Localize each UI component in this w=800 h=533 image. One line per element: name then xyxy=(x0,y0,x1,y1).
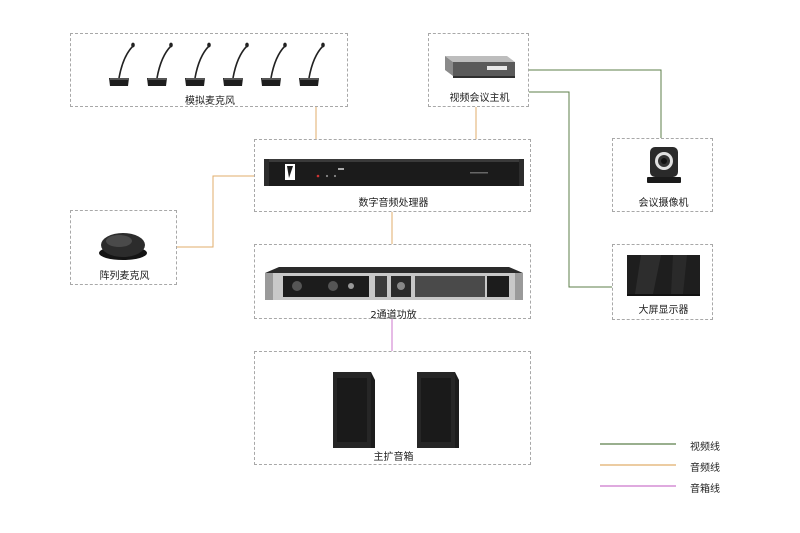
gooseneck-mic-icon xyxy=(299,42,325,86)
gooseneck-mic-icons xyxy=(109,42,325,86)
speakers-label: 主扩音箱 xyxy=(373,452,414,463)
array-mic-icon xyxy=(99,233,147,260)
dsp-label: 数字音频处理器 xyxy=(358,198,429,209)
gooseneck-mic-icon xyxy=(147,42,173,86)
array-mic-box: 阵列麦克风 xyxy=(70,210,177,285)
camera-label: 会议摄像机 xyxy=(638,198,689,209)
video-host-icon xyxy=(445,56,515,78)
audio-line-arraymic-dsp xyxy=(177,175,254,248)
gooseneck-mic-icon xyxy=(261,42,287,86)
amplifier-label: 2通道功放 xyxy=(370,310,417,321)
legend-label-speaker: 音箱线 xyxy=(690,484,720,495)
gooseneck-mic-icon xyxy=(109,42,135,86)
display-box: 大屏显示器 xyxy=(612,244,713,320)
speaker-cabinet-icon xyxy=(333,372,375,448)
amplifier-rack-icon xyxy=(265,267,523,300)
legend-label-audio: 音频线 xyxy=(690,463,720,474)
camera-box: 会议摄像机 xyxy=(612,138,713,212)
analog-mic-box: 模拟麦克风 xyxy=(70,33,348,107)
analog-mic-label: 模拟麦克风 xyxy=(185,96,235,107)
dsp-box: 数字音频处理器 xyxy=(254,139,531,212)
speaker-cabinets-icon xyxy=(333,372,459,448)
video-host-label: 视频会议主机 xyxy=(449,93,510,104)
speaker-cabinet-icon xyxy=(417,372,459,448)
gooseneck-mic-icon xyxy=(185,42,211,86)
video-line-host-display xyxy=(529,91,612,288)
display-label: 大屏显示器 xyxy=(638,305,689,316)
gooseneck-mic-icon xyxy=(223,42,249,86)
dsp-rack-icon xyxy=(264,159,524,186)
array-mic-label: 阵列麦克风 xyxy=(99,271,150,282)
amplifier-box: 2通道功放 xyxy=(254,244,531,321)
video-host-box: 视频会议主机 xyxy=(428,33,529,107)
speakers-box: 主扩音箱 xyxy=(254,351,531,465)
video-line-host-camera xyxy=(529,69,662,138)
display-icon xyxy=(627,255,700,296)
legend-label-video: 视频线 xyxy=(690,442,720,453)
ptz-camera-icon xyxy=(647,147,681,183)
